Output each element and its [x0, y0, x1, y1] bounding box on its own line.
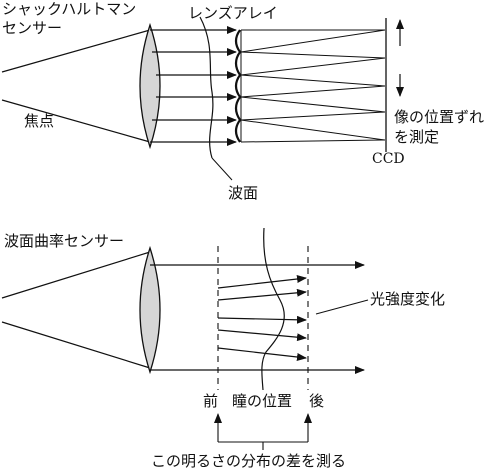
ccd-label: CCD: [372, 151, 405, 167]
intensity-leader: [315, 299, 369, 315]
before-label: 前: [203, 392, 219, 410]
curvature-sensor-label: 波面曲率センサー: [4, 232, 125, 250]
wavefront-curve-top: [199, 16, 214, 159]
lens-bottom: [139, 245, 161, 375]
pupil-position-label: 瞳の位置: [232, 392, 293, 410]
wavefront-label: 波面: [228, 184, 259, 202]
curvature-sensor-diagram: [1, 227, 369, 450]
focal-point-label: 焦点: [24, 112, 55, 130]
wavefront-leader-top: [211, 157, 233, 181]
shack-hartmann-diagram: [1, 16, 404, 181]
incoming-rays-bottom: [1, 251, 151, 369]
shack-hartmann-label-line1: シャックハルトマン: [2, 0, 137, 18]
lens-top: [139, 22, 161, 150]
shack-hartmann-label-line2: センサー: [2, 19, 63, 37]
lenslet-rays: [240, 29, 386, 143]
incoming-rays: [1, 29, 151, 143]
after-label: 後: [309, 392, 325, 410]
perturbed-rays: [217, 275, 307, 361]
lens-array-label: レンズアレイ: [188, 4, 278, 22]
image-position-label-line1: 像の位置ずれ: [394, 108, 485, 126]
wavefront-curve-bottom: [261, 227, 285, 391]
image-position-label-line2: を測定: [394, 128, 440, 146]
measure-difference-caption: この明るさの分布の差を測る: [151, 452, 347, 470]
collimated-rays-top: [150, 26, 237, 146]
intensity-change-label: 光強度変化: [370, 290, 446, 308]
collimated-rays-bottom: [150, 261, 365, 374]
measure-bracket: [214, 413, 312, 450]
lens-array: [234, 29, 242, 143]
